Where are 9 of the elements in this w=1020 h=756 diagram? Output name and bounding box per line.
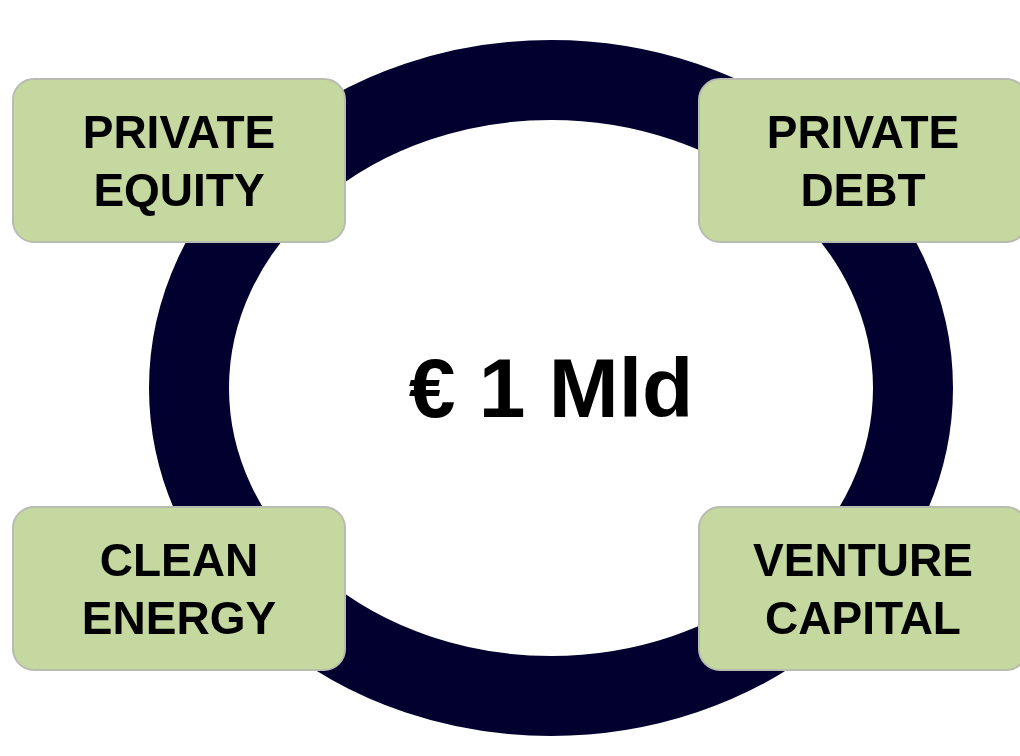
category-label: VENTURE CAPITAL bbox=[752, 532, 974, 646]
category-label: PRIVATE DEBT bbox=[765, 104, 961, 218]
category-label: CLEAN ENERGY bbox=[80, 532, 278, 646]
category-box bbox=[12, 506, 346, 671]
category-box bbox=[12, 78, 346, 243]
category-box bbox=[698, 78, 1020, 243]
category-box bbox=[698, 506, 1020, 671]
category-label: PRIVATE EQUITY bbox=[81, 104, 277, 218]
center-amount: € 1 Mld bbox=[408, 339, 694, 437]
